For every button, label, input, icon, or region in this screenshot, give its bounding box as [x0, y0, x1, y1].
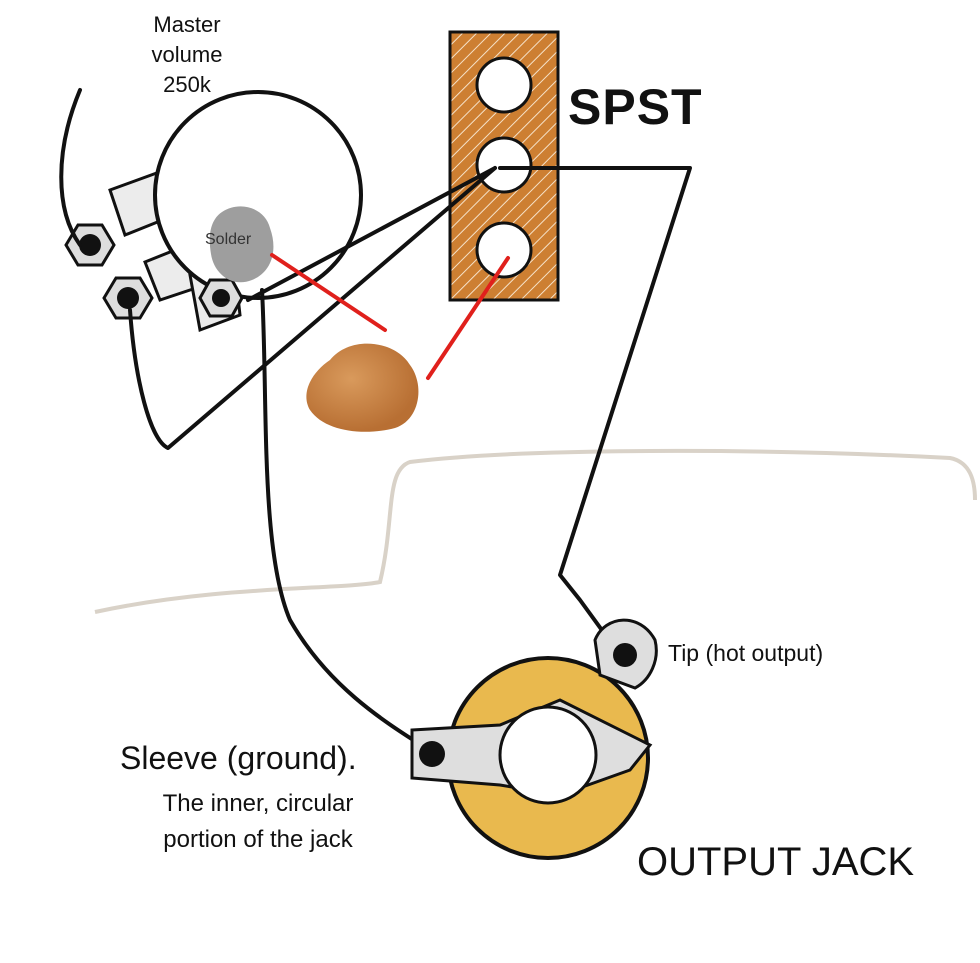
- tip-label: Tip (hot output): [668, 640, 824, 666]
- capacitor: [306, 343, 419, 432]
- solder-blob: [209, 206, 274, 283]
- switch-label: SPST: [568, 79, 703, 135]
- pot-lug-right: [198, 278, 244, 318]
- switch-lug-bottom: [475, 221, 533, 279]
- wires: [59, 88, 692, 754]
- wire-black-ground: [260, 288, 434, 754]
- sleeve-label: Sleeve (ground).: [120, 740, 357, 776]
- wire-black-pot-to-switch: [128, 166, 497, 450]
- sleeve-description: The inner, circular portion of the jack: [118, 786, 398, 858]
- sleeve-desc-line2: portion of the jack: [163, 826, 353, 853]
- pot-label: Master volume 250k: [112, 10, 262, 100]
- wire-black-input: [59, 88, 82, 247]
- pot-label-line1: Master: [153, 12, 221, 37]
- pot-label-line3: 250k: [163, 72, 211, 97]
- output-jack-label: OUTPUT JACK: [637, 840, 915, 884]
- solder-label: Solder: [205, 231, 252, 248]
- switch-lug-middle: [475, 136, 533, 194]
- jack-hole: [498, 705, 598, 805]
- wire-red-pot-to-cap: [270, 253, 387, 332]
- output-jack: [410, 618, 658, 860]
- master-volume-pot: [64, 90, 363, 333]
- wire-black-switch-to-pot: [246, 166, 497, 302]
- switch-lug-top: [475, 56, 533, 114]
- pot-lug-left: [64, 223, 116, 267]
- pot-lug-middle: [102, 276, 154, 320]
- wire-red-cap-to-switch: [426, 256, 510, 380]
- sleeve-desc-line1: The inner, circular: [162, 790, 354, 817]
- wire-black-switch-to-tip: [498, 166, 692, 657]
- jack-sleeve-hole: [419, 741, 445, 767]
- pot-label-line2: volume: [151, 42, 223, 67]
- pot-housing: [153, 90, 363, 300]
- jack-tip-hole: [613, 643, 637, 667]
- guitar-body-outline: [94, 448, 977, 614]
